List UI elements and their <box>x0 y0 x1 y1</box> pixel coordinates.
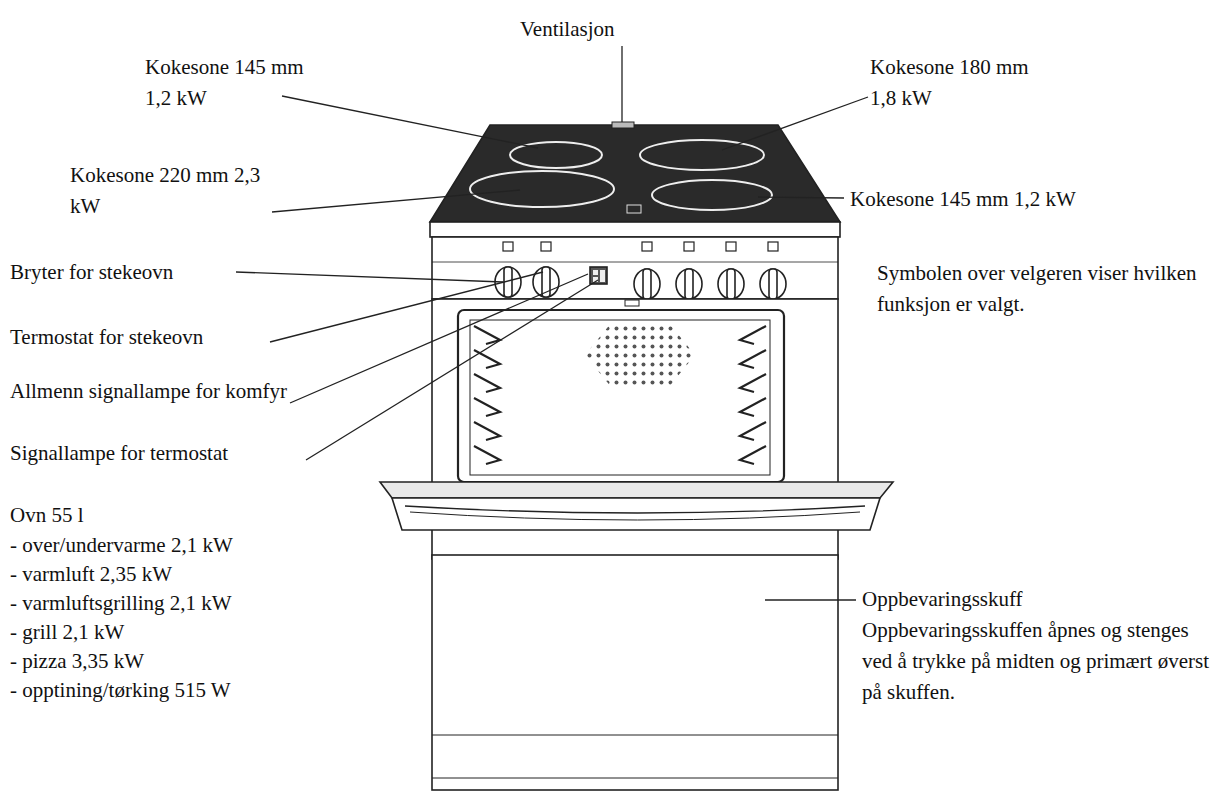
part-label: Termostat for stekeovn <box>10 322 270 353</box>
hob-zone-label: Kokesone 145 mm 1,2 kW <box>850 184 1180 215</box>
knobs <box>495 242 786 299</box>
oven-spec-item: - over/undervarme 2,1 kW <box>10 530 310 561</box>
part-label: Oppbevaringsskuff <box>862 584 1202 615</box>
hob-zone-label: Kokesone 180 mm 1,8 kW <box>870 52 1060 114</box>
leader-lines <box>236 46 868 600</box>
oven-spec-item: - opptining/tørking 515 W <box>10 675 310 706</box>
note-text: Oppbevaringsskuffen åpnes og stenges ved… <box>862 615 1212 708</box>
hob-zone-label: Kokesone 220 mm 2,3 kW <box>70 160 270 222</box>
part-label: Allmenn signallampe for komfyr <box>10 376 290 407</box>
stove-body <box>380 122 893 790</box>
part-label: Bryter for stekeovn <box>10 257 270 288</box>
oven-spec-item: - grill 2,1 kW <box>10 617 310 648</box>
hob-zone-label: Kokesone 145 mm 1,2 kW <box>145 52 325 114</box>
oven-spec-item: - varmluftsgrilling 2,1 kW <box>10 588 310 619</box>
vent-label: Ventilasjon <box>520 14 720 45</box>
note-text: Symbolen over velgeren viser hvilken fun… <box>877 258 1207 320</box>
oven-spec-item: - pizza 3,35 kW <box>10 646 310 677</box>
oven-spec-item: - varmluft 2,35 kW <box>10 559 310 590</box>
oven-spec-heading: Ovn 55 l <box>10 500 310 531</box>
part-label: Signallampe for termostat <box>10 438 310 469</box>
